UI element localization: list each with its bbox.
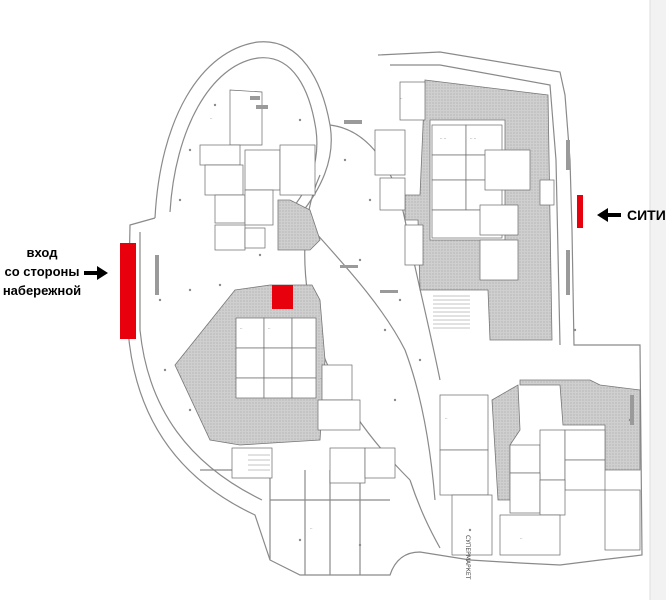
city-entrance-label: СИТИ (627, 207, 666, 223)
embankment-entrance-label: вход со стороны набережной (0, 243, 84, 300)
scan-edge (650, 0, 666, 600)
building-outline (127, 41, 643, 576)
svg-text:··: ·· (268, 326, 271, 331)
central-core-rooms (231, 317, 396, 484)
svg-text:··: ·· (445, 416, 448, 421)
upper-left-rooms (199, 89, 316, 251)
svg-text:··: ·· (240, 326, 243, 331)
svg-text:·· ··: ·· ·· (470, 136, 476, 141)
structural-columns (158, 103, 632, 547)
svg-text:··: ·· (310, 526, 313, 531)
inner-entrance-marker (272, 285, 293, 309)
embankment-label-line-1: вход (26, 245, 58, 260)
room-labels: ·· ·· ·· ·· ·· ·· ·· ·· ·· ·· ·· ·· (210, 96, 523, 541)
svg-text:··: ·· (210, 116, 213, 121)
svg-text:·· ··: ·· ·· (440, 136, 446, 141)
supermarket-label: СУПЕРМАРКЕТ (464, 535, 471, 580)
bottom-right-rooms (439, 394, 641, 556)
embankment-label-line-3: набережной (2, 283, 82, 298)
arrow-right-icon (84, 266, 108, 280)
svg-text:··: ·· (520, 536, 523, 541)
wall-segments (155, 96, 634, 425)
svg-text:··: ·· (400, 96, 403, 101)
stairs (248, 295, 470, 471)
embankment-label-line-2: со стороны (4, 264, 80, 279)
embankment-entrance-marker (120, 243, 136, 339)
svg-text:··: ·· (320, 376, 323, 381)
right-wing-rooms (374, 81, 555, 281)
arrow-left-icon (597, 208, 621, 222)
city-entrance-marker (577, 195, 583, 228)
